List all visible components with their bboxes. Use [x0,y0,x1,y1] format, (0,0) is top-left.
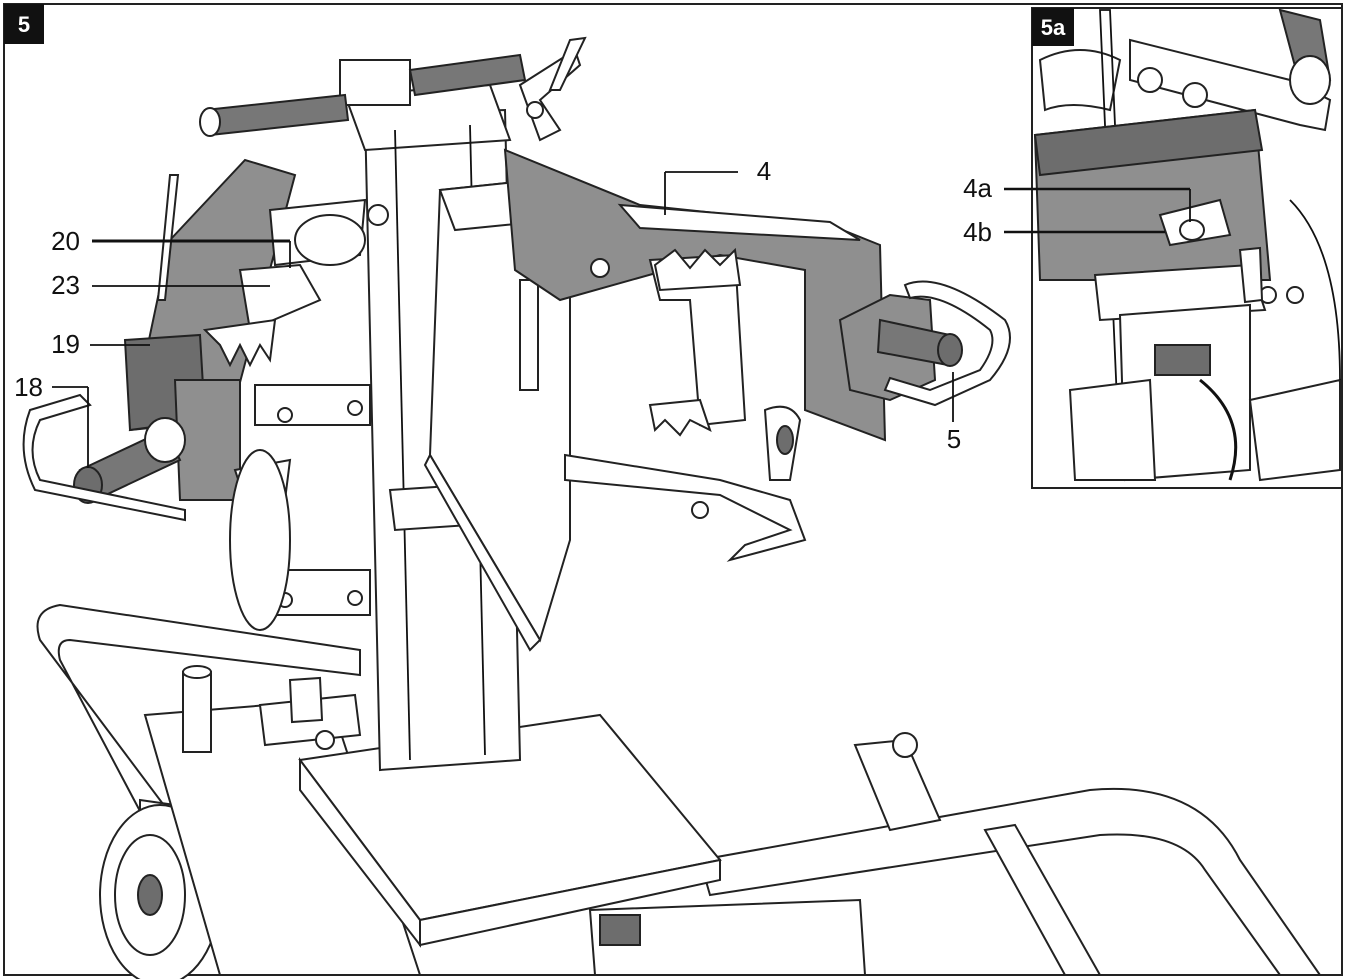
callout-4a: 4a [963,173,992,203]
lower-lever [564,405,807,562]
callout-18: 18 [14,372,43,402]
left-control-mechanism [22,158,371,631]
right-arm-4 [503,148,1011,442]
base-frame [36,603,1322,979]
callout-4: 4 [757,156,771,186]
figure-number-badge: 5 [4,4,44,44]
callout-23: 23 [51,270,80,300]
callout-20: 20 [51,226,80,256]
callouts-main: 20 23 19 18 4 5 [14,156,961,468]
inset-5a: 5a 4a 4b [963,7,1343,489]
work-table [298,713,722,948]
inset-number: 5a [1041,15,1066,40]
hydraulic-parts [182,665,362,753]
top-handle [199,36,587,142]
callout-5: 5 [947,424,961,454]
callout-4b: 4b [963,217,992,247]
figure-number: 5 [18,12,30,37]
callout-19: 19 [51,329,80,359]
